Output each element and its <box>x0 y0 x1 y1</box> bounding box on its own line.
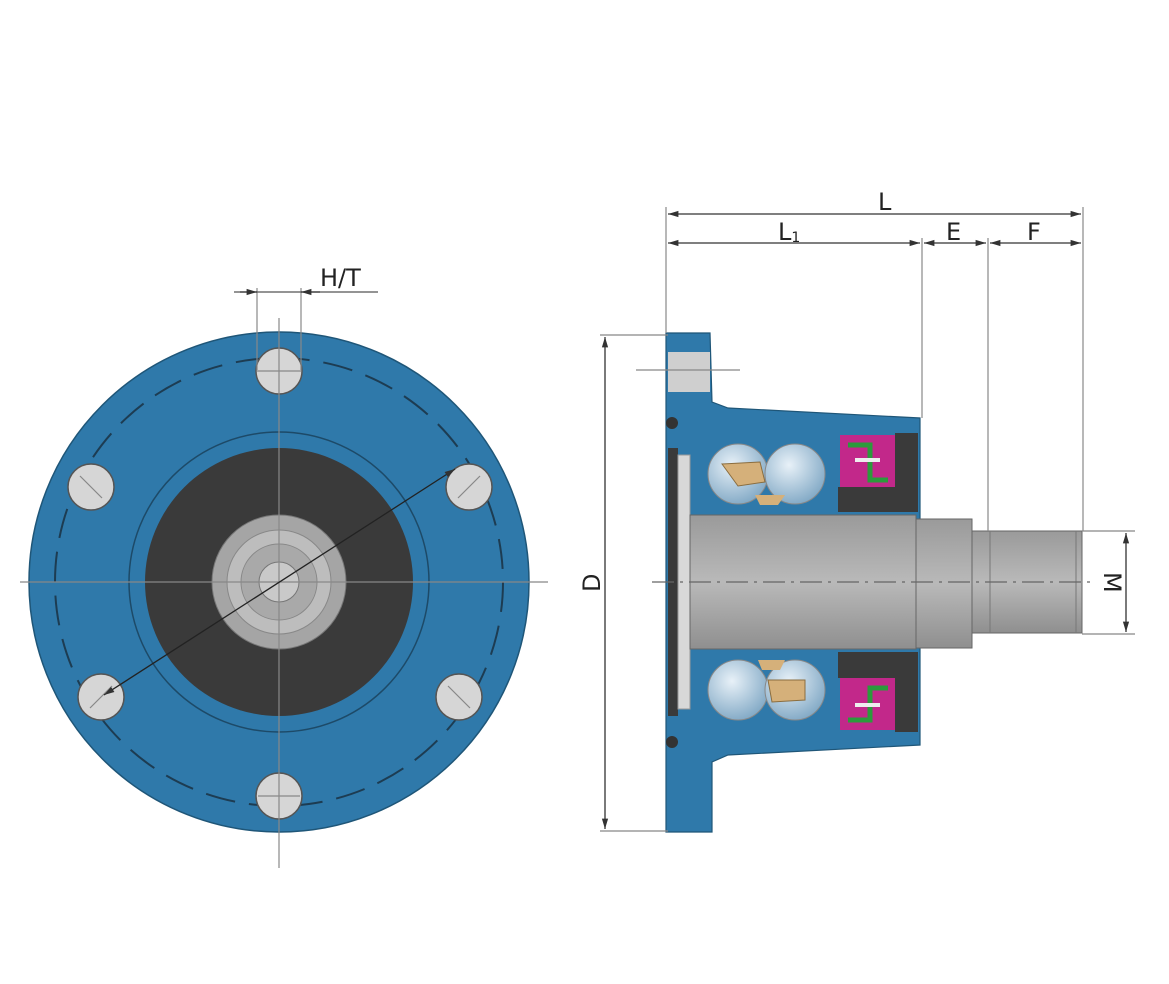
label-m: M <box>1098 572 1126 593</box>
dimension-lines <box>601 210 1130 829</box>
label-d: D <box>578 574 606 592</box>
shaft-step <box>915 518 973 649</box>
label-e: E <box>946 218 961 246</box>
flange-hole <box>668 352 710 392</box>
bearing-bottom <box>707 652 918 732</box>
section-view: L L1 E F D M <box>578 188 1135 833</box>
hole-dim-label: H/T <box>320 264 361 292</box>
label-l: L <box>878 188 892 216</box>
hole-dimension: H/T <box>234 264 378 372</box>
front-view: H/T <box>20 264 548 868</box>
bearing-top <box>707 433 918 512</box>
label-l1: L1 <box>778 218 800 246</box>
pcd-dimension <box>103 468 456 696</box>
label-f: F <box>1027 218 1041 246</box>
